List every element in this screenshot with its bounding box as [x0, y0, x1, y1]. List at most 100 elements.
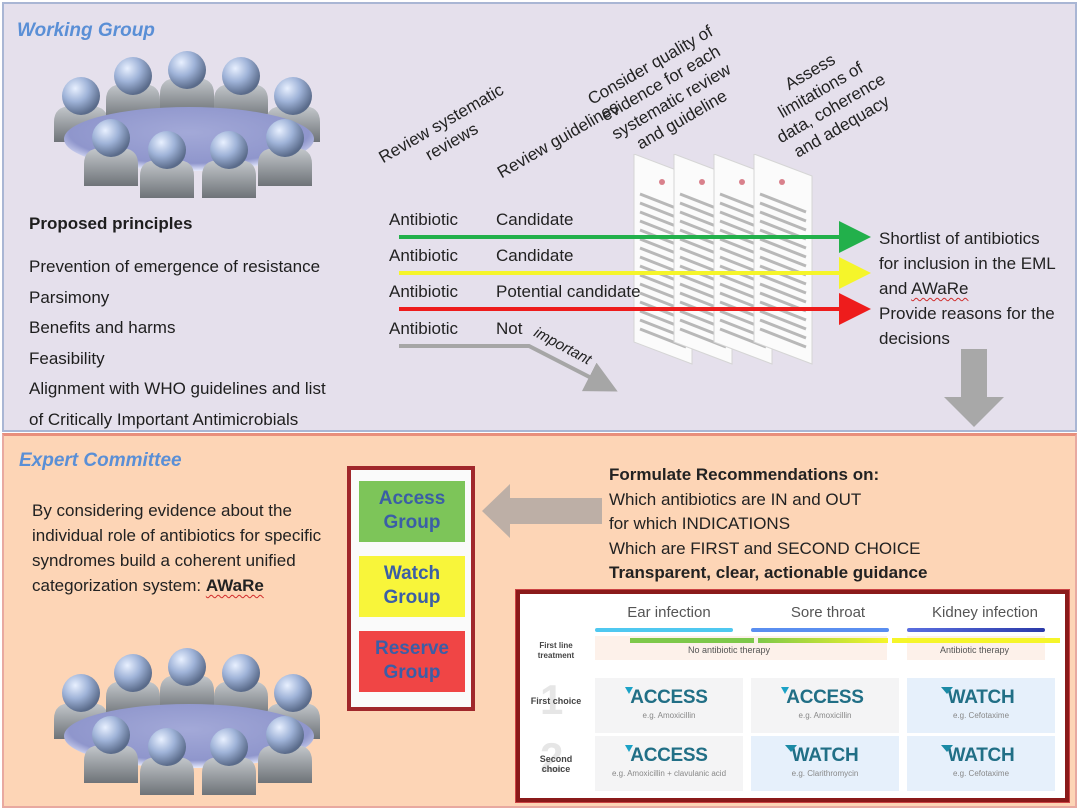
principle-item: Prevention of emergence of resistance	[29, 257, 321, 276]
document-page-icon	[753, 154, 813, 365]
choice-number: 2	[540, 734, 564, 781]
row-status-extra: important	[531, 324, 595, 369]
choice-number: 1	[540, 676, 564, 723]
antibiotic-bar	[892, 638, 1060, 643]
left-arrow-icon	[482, 484, 602, 538]
example-drug: e.g. Amoxicillin + clavulanic acid	[611, 769, 727, 778]
example-drug: e.g. Clarithromycin	[791, 769, 859, 778]
transition-bar	[758, 638, 888, 643]
first-line-label: First line treatment	[537, 641, 575, 660]
expert-committee-panel: Expert Committee By considering evidence…	[2, 433, 1077, 808]
antibiotic-text: Antibiotic therapy	[940, 645, 1010, 655]
description-line: By considering evidence about the	[32, 501, 292, 520]
description-line: categorization system: AWaRe	[32, 573, 352, 598]
working-group-panel: Working Group Proposed	[2, 2, 1077, 432]
row-status-label: Candidate	[496, 246, 574, 265]
recommendation-cell: ACCESS e.g. Amoxicillin + clavulanic acid	[595, 736, 743, 791]
principle-item: of Critically Important Antimicrobials	[29, 409, 299, 429]
syndrome-table: Ear infection Sore throat Kidney infecti…	[516, 590, 1069, 802]
group-label: Group	[383, 662, 441, 683]
choice-label: Second choice	[539, 754, 573, 774]
row-status-label: Potential candidate	[496, 282, 641, 301]
row-item-label: Antibiotic	[389, 210, 458, 229]
category-label: ACCESS	[630, 745, 708, 766]
category-label: ACCESS	[786, 687, 864, 708]
recommendations: Formulate Recommendations on: Which anti…	[609, 463, 927, 586]
recommendations-closing: Transparent, clear, actionable guidance	[609, 563, 928, 582]
expert-committee-title: Expert Committee	[19, 450, 182, 471]
working-group-title: Working Group	[17, 20, 155, 41]
example-drug: e.g. Cefotaxime	[952, 711, 1010, 720]
principles-list: Prevention of emergence of resistance Pa…	[29, 252, 326, 435]
example-drug: e.g. Cefotaxime	[952, 769, 1010, 778]
principles-heading: Proposed principles	[29, 214, 193, 233]
aware-term: AWaRe	[205, 576, 264, 595]
people-around-table-icon	[54, 648, 320, 795]
principle-item: Feasibility	[29, 348, 105, 368]
choice-label: First choice	[530, 696, 582, 706]
recommendation-item: Which are FIRST and SECOND CHOICE	[609, 538, 921, 558]
description-prefix: categorization system:	[32, 576, 206, 595]
people-around-table-icon	[54, 51, 320, 198]
no-antibiotic-bar	[630, 638, 754, 643]
group-label: Reserve	[375, 638, 449, 659]
group-label: Group	[383, 587, 441, 608]
column-bar	[907, 628, 1045, 632]
row-item-label: Antibiotic	[389, 282, 458, 301]
access-marker-icon	[625, 745, 633, 752]
recommendation-item: for which INDICATIONS	[609, 514, 791, 533]
outcome-line: decisions	[879, 329, 950, 348]
outcome-line: and AWaRe	[879, 276, 1056, 301]
down-arrow-icon	[944, 349, 1004, 427]
column-header-kidney-infection: Kidney infection	[932, 604, 1038, 621]
principle-item: Alignment with WHO guidelines and list	[29, 379, 326, 398]
row-status-label: Not	[496, 319, 523, 338]
watch-group: Watch Group	[359, 556, 465, 617]
category-label: ACCESS	[630, 687, 708, 708]
description-line: individual role of antibiotics for speci…	[32, 526, 322, 545]
committee-description: By considering evidence about the indivi…	[32, 498, 352, 598]
column-header-ear-infection: Ear infection	[627, 604, 711, 621]
watch-marker-icon	[941, 687, 953, 694]
recommendation-cell: WATCH e.g. Cefotaxime	[907, 678, 1055, 733]
category-label: WATCH	[947, 745, 1015, 766]
recommendation-cell: WATCH e.g. Cefotaxime	[907, 736, 1055, 791]
example-drug: e.g. Amoxicillin	[642, 711, 696, 720]
step-assess-limitations: Assess limitations of data, coherence an…	[752, 32, 900, 166]
row-item-label: Antibiotic	[389, 319, 458, 338]
document-stack-icon	[633, 154, 813, 365]
principle-item: Parsimony	[29, 287, 110, 307]
recommendation-cell: WATCH e.g. Clarithromycin	[751, 736, 899, 791]
recommendation-cell: ACCESS e.g. Amoxicillin	[595, 678, 743, 733]
category-label: WATCH	[947, 687, 1015, 708]
outcome-line: for inclusion in the EML	[879, 254, 1056, 273]
access-marker-icon	[781, 687, 789, 694]
no-antibiotic-text: No antibiotic therapy	[688, 645, 771, 655]
recommendations-heading: Formulate Recommendations on:	[609, 465, 880, 484]
reserve-group: Reserve Group	[359, 631, 465, 692]
group-label: Access	[378, 488, 446, 509]
outcome-line: Provide reasons for the	[879, 304, 1055, 323]
access-marker-icon	[625, 687, 633, 694]
row-status-label: Candidate	[496, 210, 574, 229]
access-group: Access Group	[359, 481, 465, 542]
column-header-sore-throat: Sore throat	[790, 604, 866, 621]
row-item-label: Antibiotic	[389, 246, 458, 265]
recommendation-item: Which antibiotics are IN and OUT	[609, 489, 862, 509]
column-bar	[595, 628, 733, 632]
group-label: Group	[383, 512, 441, 533]
column-bar	[751, 628, 889, 632]
category-label: WATCH	[791, 745, 859, 766]
outcome-prefix: and	[879, 279, 912, 298]
aware-term: AWaRe	[911, 279, 969, 298]
aware-groups-box: Access Group Watch Group Reserve Group	[347, 466, 475, 711]
watch-marker-icon	[785, 745, 797, 752]
outcome-line: Shortlist of antibiotics	[879, 229, 1040, 248]
outcome-text: Shortlist of antibiotics for inclusion i…	[879, 226, 1056, 351]
group-label: Watch	[383, 563, 441, 584]
step-consider-quality: Consider quality of evidence for each sy…	[584, 21, 748, 164]
watch-marker-icon	[941, 745, 953, 752]
principle-item: Benefits and harms	[29, 318, 176, 337]
description-line: syndromes build a coherent unified	[32, 551, 296, 570]
